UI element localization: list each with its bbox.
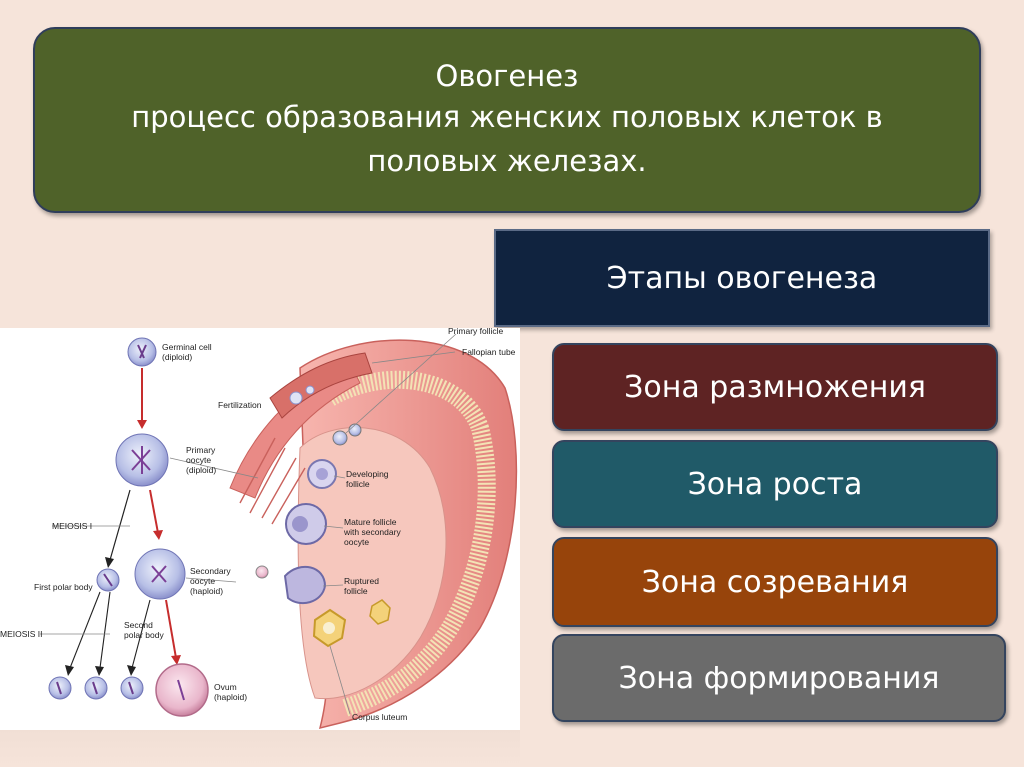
ovary-fringe — [325, 370, 496, 717]
title-box: Овогенез процесс образования женских пол… — [33, 27, 981, 213]
ovum — [155, 663, 209, 717]
label-first-polar-body: First polar body — [34, 582, 93, 592]
first-polar-body — [96, 568, 120, 592]
figure-reflection — [0, 730, 520, 767]
primary-follicle-1 — [332, 430, 348, 446]
stages-header: Этапы овогенеза — [494, 229, 990, 327]
primary-oocyte — [115, 433, 169, 487]
polar-body-3 — [120, 676, 144, 700]
label-fallopian-tube: Fallopian tube — [462, 347, 516, 357]
ruptured-follicle — [283, 566, 327, 605]
primary-follicle-2 — [348, 423, 362, 437]
zone-reproduction[interactable]: Зона размножения — [552, 343, 998, 431]
label-primary-follicle: Primary follicle — [448, 328, 504, 336]
title-heading: Овогенез — [435, 59, 579, 93]
zone-maturation[interactable]: Зона созревания — [552, 537, 998, 627]
label-meiosis-1: MEIOSIS I — [52, 521, 92, 531]
polar-body-1 — [48, 676, 72, 700]
label-corpus-luteum: Corpus luteum — [352, 712, 407, 722]
label-fertilization: Fertilization — [218, 400, 262, 410]
oogenesis-illustration: Germinal cell(diploid) Fertilization Pri… — [0, 328, 520, 730]
germinal-cell — [127, 337, 157, 367]
label-ovum: Ovum(haploid) — [214, 682, 247, 702]
corpus-luteum — [312, 608, 347, 648]
zone-formation[interactable]: Зона формирования — [552, 634, 1006, 722]
label-meiosis-2: MEIOSIS II — [0, 629, 43, 639]
polar-body-2 — [84, 676, 108, 700]
label-germinal-cell: Germinal cell(diploid) — [162, 342, 212, 362]
title-subtitle: процесс образования женских половых клет… — [131, 100, 883, 178]
zone-growth[interactable]: Зона роста — [552, 440, 998, 528]
corpus-luteum-small — [369, 599, 391, 625]
secondary-oocyte — [134, 548, 186, 600]
oogenesis-diagram: Germinal cell(diploid) Fertilization Pri… — [0, 328, 518, 730]
